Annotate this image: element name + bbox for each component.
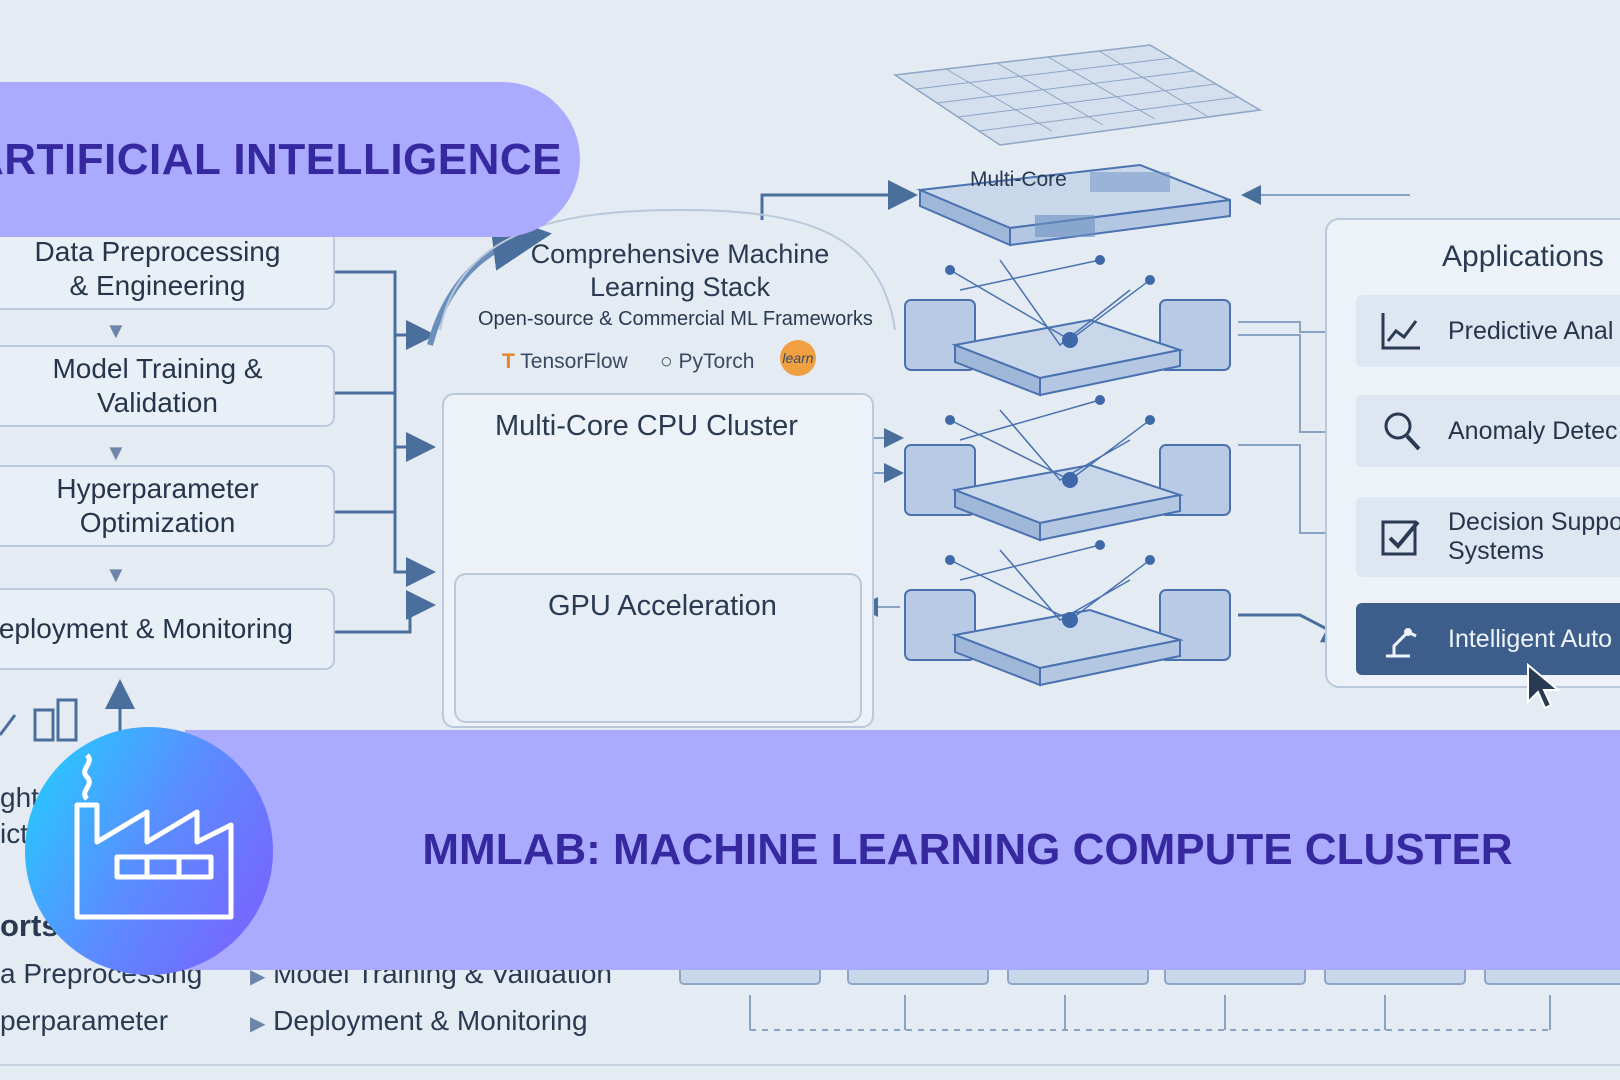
pipeline-step-deployment: Deployment & Monitoring xyxy=(0,588,335,670)
app-item-automation[interactable]: Intelligent Auto xyxy=(1356,603,1620,675)
app-item-label: Anomaly Detec xyxy=(1448,416,1618,445)
app-item-decision[interactable]: Decision Suppo Systems xyxy=(1356,497,1620,577)
app-item-anomaly[interactable]: Anomaly Detec xyxy=(1356,395,1620,467)
pipeline-step-label: Deployment & Monitoring xyxy=(0,613,293,644)
framework-pytorch: ○ PyTorch xyxy=(660,350,754,374)
bullet-item: ▶ Deployment & Monitoring xyxy=(250,1005,588,1037)
top-banner: ARTIFICIAL INTELLIGENCE xyxy=(0,82,580,237)
partial-text: ict xyxy=(0,818,28,849)
stack-subtitle: Open-source & Commercial ML Frameworks xyxy=(478,308,873,330)
cursor-icon xyxy=(1527,662,1561,710)
pipeline-step-label: Data Preprocessing & Engineering xyxy=(34,236,281,301)
factory-icon xyxy=(74,753,234,920)
down-arrow-icon: ▼ xyxy=(105,562,127,587)
gpu-title: GPU Acceleration xyxy=(548,590,777,622)
pipeline-step-training: Model Training & Validation xyxy=(0,345,335,427)
pipeline-step-preprocessing: Data Preprocessing & Engineering xyxy=(0,228,335,310)
framework-label: learn xyxy=(782,350,814,366)
logo-badge xyxy=(25,727,273,975)
stack-title: Comprehensive Machine Learning Stack xyxy=(530,239,830,302)
app-item-label: Intelligent Auto xyxy=(1448,624,1613,653)
pytorch-icon: ○ xyxy=(660,350,673,373)
multicore-label: Multi-Core xyxy=(970,168,1067,191)
app-item-label: Decision Suppo Systems xyxy=(1448,508,1620,565)
framework-label: TensorFlow xyxy=(520,350,628,373)
down-arrow-icon: ▼ xyxy=(105,440,127,465)
tensorflow-icon: T xyxy=(502,350,515,373)
bottom-banner: MMLAB: MACHINE LEARNING COMPUTE CLUSTER xyxy=(185,730,1620,970)
checkbox-icon xyxy=(1381,520,1420,556)
applications-title: Applications xyxy=(1442,240,1604,273)
pipeline-step-label: Model Training & Validation xyxy=(52,353,263,418)
triangle-bullet-icon: ▶ xyxy=(250,966,266,988)
pipeline-step-hyperparameter: Hyperparameter Optimization xyxy=(0,465,335,547)
framework-label: PyTorch xyxy=(678,350,755,373)
pipeline-step-label: Hyperparameter Optimization xyxy=(56,473,259,538)
framework-tensorflow: T TensorFlow xyxy=(502,350,628,374)
bullet-label: Deployment & Monitoring xyxy=(273,1005,588,1036)
down-arrow-icon: ▼ xyxy=(105,318,127,343)
bullet-item: perparameter xyxy=(0,1005,169,1036)
line-chart-icon xyxy=(1381,313,1420,350)
app-item-label: Predictive Anal xyxy=(1448,316,1614,345)
bottom-banner-title: MMLAB: MACHINE LEARNING COMPUTE CLUSTER xyxy=(422,825,1513,874)
triangle-bullet-icon: ▶ xyxy=(250,1013,266,1035)
top-banner-title: ARTIFICIAL INTELLIGENCE xyxy=(0,134,563,184)
framework-sklearn: learn xyxy=(780,340,816,376)
magnifier-icon xyxy=(1384,412,1421,451)
robot-arm-icon xyxy=(1386,628,1417,658)
sklearn-icon: learn xyxy=(780,340,816,376)
app-item-predictive[interactable]: Predictive Anal xyxy=(1356,295,1620,367)
cpu-cluster-title: Multi-Core CPU Cluster xyxy=(495,410,798,442)
gpu-panel xyxy=(454,573,862,723)
